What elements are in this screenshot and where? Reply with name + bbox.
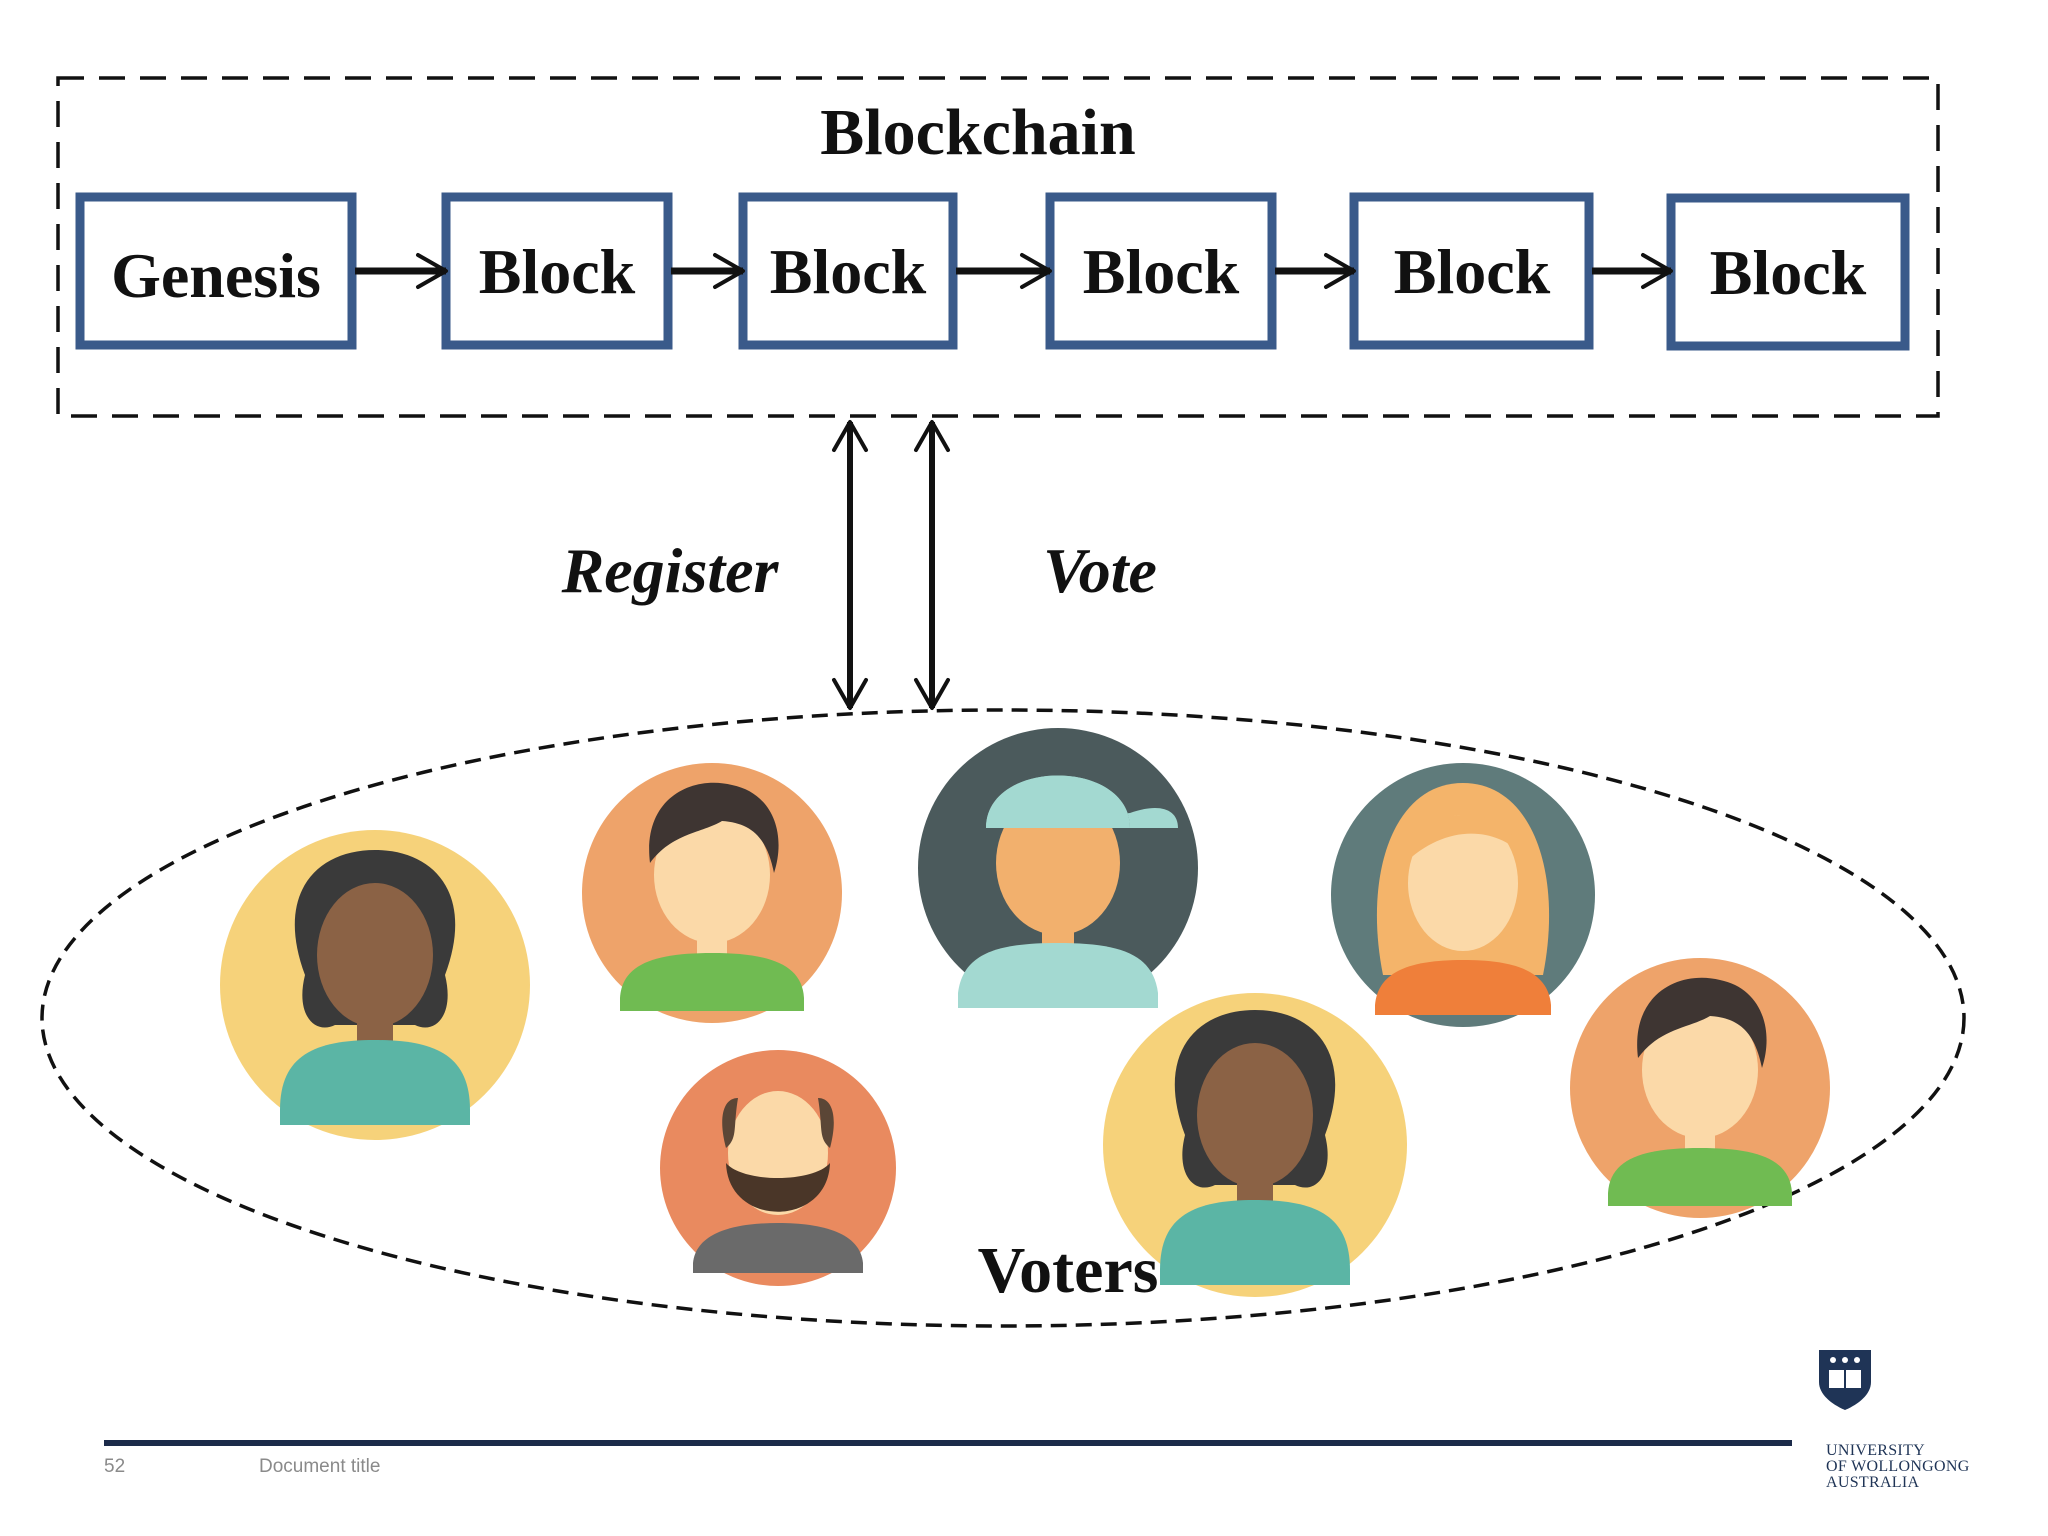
voters-label: Voters xyxy=(978,1234,1159,1307)
avatar xyxy=(1103,993,1407,1297)
voters-group xyxy=(40,708,1966,1328)
interaction-arrows: Register Vote xyxy=(561,420,1157,710)
block xyxy=(1045,192,1277,350)
avatar xyxy=(1570,958,1830,1218)
block-label: Genesis xyxy=(111,240,321,311)
block-genesis xyxy=(75,192,357,350)
block-label: Block xyxy=(1394,236,1551,307)
blockchain-group: Blockchain Genesis Block Block Block Blo… xyxy=(56,76,1940,418)
block xyxy=(1349,192,1594,350)
register-label: Register xyxy=(561,535,780,606)
avatar xyxy=(582,763,842,1023)
block-label: Block xyxy=(479,236,636,307)
avatar xyxy=(918,728,1198,1008)
university-line: AUSTRALIA xyxy=(1826,1474,1920,1491)
block-label: Block xyxy=(1083,236,1240,307)
avatar xyxy=(1331,763,1595,1027)
university-line: UNIVERSITY xyxy=(1826,1442,1925,1459)
vote-label: Vote xyxy=(1043,535,1157,606)
block-label: Block xyxy=(770,236,927,307)
avatar xyxy=(660,1050,896,1286)
avatar xyxy=(220,830,530,1140)
block xyxy=(1666,193,1910,351)
block-label: Block xyxy=(1710,237,1867,308)
university-crest-icon xyxy=(1819,1350,1871,1410)
university-wordmark: UNIVERSITY OF WOLLONGONG AUSTRALIA xyxy=(1826,1443,1970,1491)
page-number: 52 xyxy=(104,1456,126,1477)
blockchain-container xyxy=(56,76,1940,418)
document-title: Document title xyxy=(259,1456,381,1477)
block xyxy=(441,192,673,350)
university-line: OF WOLLONGONG xyxy=(1826,1458,1970,1475)
blockchain-title: Blockchain xyxy=(820,96,1135,169)
